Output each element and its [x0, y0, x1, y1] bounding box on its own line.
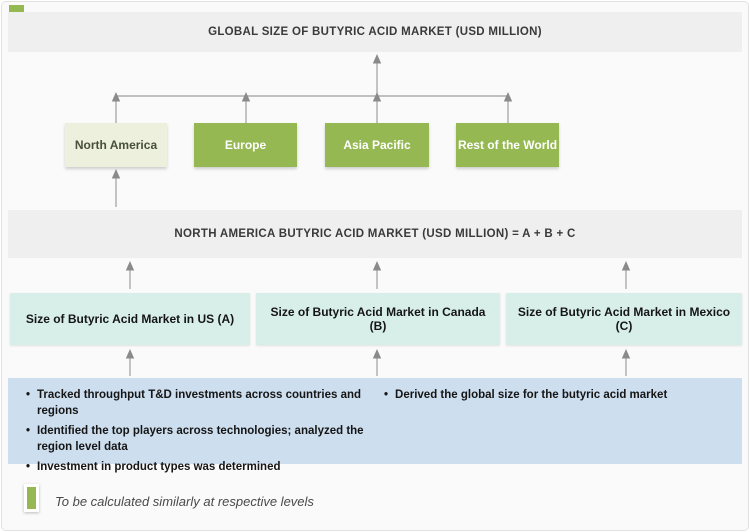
country-box-label: Size of Butyric Acid Market in Mexico (C… [517, 305, 731, 333]
country-box-us: Size of Butyric Acid Market in US (A) [10, 293, 250, 345]
global-market-bar-label: GLOBAL SIZE OF BUTYRIC ACID MARKET (USD … [208, 26, 542, 38]
methodology-box: Tracked throughput T&D investments acros… [8, 378, 742, 473]
region-box-north-america: North America [65, 123, 167, 167]
methodology-left-column: Tracked throughput T&D investments acros… [26, 387, 380, 479]
north-america-market-bar-label: NORTH AMERICA BUTYRIC ACID MARKET (USD M… [174, 228, 576, 240]
methodology-bullet: Investment in product types was determin… [26, 459, 380, 475]
methodology-right-column: Derived the global size for the butyric … [384, 387, 736, 407]
region-box-europe: Europe [194, 123, 297, 167]
region-label: Asia Pacific [343, 138, 411, 152]
methodology-bullet: Identified the top players across techno… [26, 423, 380, 455]
region-box-rest-of-world: Rest of the World [456, 123, 559, 167]
country-box-canada: Size of Butyric Acid Market in Canada (B… [256, 293, 500, 345]
region-label: North America [74, 138, 158, 152]
country-box-label: Size of Butyric Acid Market in US (A) [25, 312, 235, 326]
global-market-bar: GLOBAL SIZE OF BUTYRIC ACID MARKET (USD … [8, 12, 742, 52]
methodology-bullet: Derived the global size for the butyric … [384, 387, 736, 403]
north-america-market-bar: NORTH AMERICA BUTYRIC ACID MARKET (USD M… [8, 210, 742, 258]
legend-green-swatch [24, 484, 39, 512]
region-box-asia-pacific: Asia Pacific [325, 123, 429, 167]
region-label: Rest of the World [457, 138, 558, 152]
country-box-mexico: Size of Butyric Acid Market in Mexico (C… [506, 293, 742, 345]
country-box-label: Size of Butyric Acid Market in Canada (B… [270, 305, 486, 333]
methodology-bullet: Tracked throughput T&D investments acros… [26, 387, 380, 419]
region-label: Europe [224, 138, 267, 152]
legend-label: To be calculated similarly at respective… [55, 494, 314, 509]
